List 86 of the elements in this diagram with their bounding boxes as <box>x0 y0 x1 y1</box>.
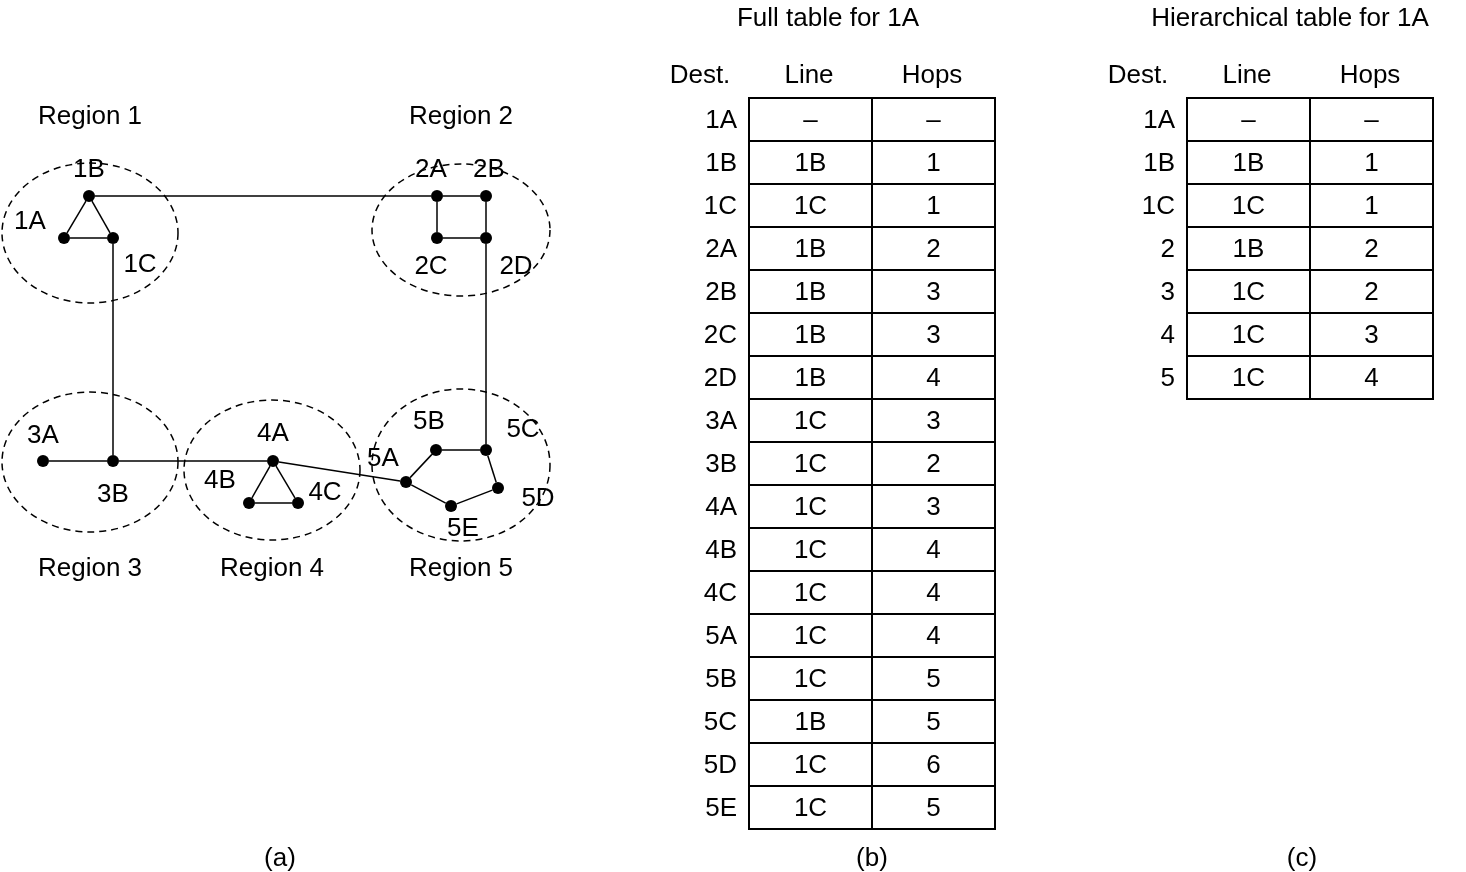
link-line <box>455 489 494 505</box>
router-label: 5B <box>412 405 446 435</box>
row-label: 4 <box>1160 318 1175 349</box>
region-label: Region 5 <box>408 552 514 582</box>
link-line <box>112 243 114 456</box>
table-title: Full table for 1A <box>736 2 920 32</box>
row-label: 1A <box>705 103 737 134</box>
router-label: 1A <box>13 205 47 235</box>
router-label: 5C <box>505 413 541 443</box>
table-cell: – <box>871 97 996 142</box>
column-header: Hops <box>1339 59 1401 89</box>
row-label: 5 <box>1160 361 1175 392</box>
row-label: 3B <box>705 447 737 478</box>
row-label: 1A <box>1143 103 1175 134</box>
row-label: 1B <box>705 146 737 177</box>
link-line <box>94 195 432 197</box>
row-label: 1C <box>1141 189 1175 220</box>
router-label: 4B <box>203 464 237 494</box>
row-label: 5C <box>703 705 737 736</box>
router-label: 5D <box>520 482 556 512</box>
router-label: 1B <box>72 153 106 183</box>
table-cell: – <box>748 97 873 142</box>
link-line <box>487 454 497 484</box>
row-label: 3 <box>1160 275 1175 306</box>
link-line <box>442 237 481 239</box>
router-label: 2D <box>498 250 534 280</box>
table-cell: 1C <box>1186 355 1311 400</box>
column-header: Dest. <box>1107 59 1169 89</box>
router-label: 4C <box>307 476 343 506</box>
link-line <box>442 195 481 197</box>
column-header: Line <box>1222 59 1272 89</box>
panel-caption: (c) <box>1286 842 1318 872</box>
row-label: 1B <box>1143 146 1175 177</box>
link-line <box>485 243 487 445</box>
link-line <box>436 201 438 233</box>
link-line <box>485 201 487 233</box>
router-label: 2B <box>472 153 506 183</box>
region-label: Region 4 <box>219 552 325 582</box>
row-label: 5A <box>705 619 737 650</box>
link-line <box>118 460 268 462</box>
row-label: 2B <box>705 275 737 306</box>
region-label: Region 2 <box>408 100 514 130</box>
link-line <box>254 502 293 504</box>
router-label: 3B <box>96 478 130 508</box>
link-line <box>410 484 447 504</box>
table-cell: 5 <box>871 785 996 830</box>
router-label: 2C <box>413 250 449 280</box>
table-cell: – <box>1186 97 1311 142</box>
row-label: 5E <box>705 791 737 822</box>
router-label: 4A <box>256 417 290 447</box>
table-cell: 1C <box>748 785 873 830</box>
region-label: Region 1 <box>37 100 143 130</box>
column-header: Dest. <box>669 59 731 89</box>
row-label: 1C <box>703 189 737 220</box>
row-label: 2 <box>1160 232 1175 263</box>
link-line <box>278 461 401 482</box>
table-cell: – <box>1309 97 1434 142</box>
link-line <box>251 465 271 499</box>
row-label: 5B <box>705 662 737 693</box>
link-line <box>66 200 87 234</box>
link-line <box>441 449 481 451</box>
link-line <box>275 465 296 499</box>
row-label: 2C <box>703 318 737 349</box>
row-label: 4B <box>705 533 737 564</box>
row-label: 2D <box>703 361 737 392</box>
link-line <box>48 460 108 462</box>
panel-caption: (a) <box>264 842 296 872</box>
row-label: 3A <box>705 404 737 435</box>
panel-caption: (b) <box>856 842 888 872</box>
region-label: Region 3 <box>37 552 143 582</box>
table-title: Hierarchical table for 1A <box>1151 2 1429 32</box>
column-header: Line <box>784 59 834 89</box>
column-header: Hops <box>901 59 963 89</box>
link-line <box>91 200 111 234</box>
row-label: 5D <box>703 748 737 779</box>
router-label: 2A <box>414 153 448 183</box>
router-label: 1C <box>122 248 158 278</box>
row-label: 4A <box>705 490 737 521</box>
router-label: 5A <box>366 442 400 472</box>
link-line <box>409 453 433 479</box>
link-line <box>69 237 108 239</box>
router-label: 5E <box>446 512 480 542</box>
router-label: 3A <box>26 419 60 449</box>
row-label: 4C <box>703 576 737 607</box>
table-cell: 4 <box>1309 355 1434 400</box>
row-label: 2A <box>705 232 737 263</box>
